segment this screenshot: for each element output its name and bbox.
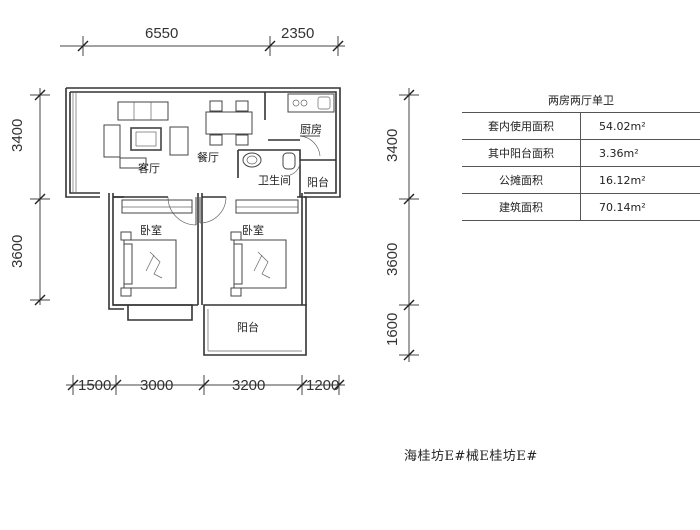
table-row: 建筑面积 70.14m²: [462, 193, 700, 221]
row-label: 建筑面积: [462, 193, 581, 221]
dim-bottom-0: 1500: [78, 377, 111, 394]
label-living: 客厅: [138, 161, 160, 175]
area-table-title-row: 两房两厅单卫: [462, 88, 700, 113]
right-dimension: 3400 3600 1600: [384, 88, 419, 362]
row-value: 16.12m²: [580, 166, 700, 194]
table-row: 其中阳台面积 3.36m²: [462, 139, 700, 167]
plan-caption: 海桂坊E#械E桂坊E#: [404, 449, 538, 464]
dim-right-2: 1600: [384, 313, 401, 346]
doors: [167, 135, 321, 226]
left-dimension: 3400 3600: [9, 88, 50, 306]
label-balcony-small: 阳台: [307, 175, 329, 189]
table-row: 套内使用面积 54.02m²: [462, 112, 700, 140]
row-value: 70.14m²: [580, 193, 700, 221]
table-row: 公摊面积 16.12m²: [462, 166, 700, 194]
label-bedroom-right: 卧室: [242, 223, 264, 237]
bottom-dimension: 1500 3000 3200 1200: [66, 375, 345, 395]
sofa-set: [103, 101, 189, 169]
dining-table: [205, 100, 253, 146]
area-table-title: 两房两厅单卫: [462, 88, 700, 113]
dim-bottom-2: 3200: [232, 377, 265, 394]
walls: [65, 87, 341, 356]
row-value: 54.02m²: [580, 112, 700, 140]
label-bedroom-left: 卧室: [140, 223, 162, 237]
label-balcony-bottom: 阳台: [237, 320, 259, 334]
area-table: 两房两厅单卫 套内使用面积 54.02m² 其中阳台面积 3.36m² 公摊面积…: [462, 88, 700, 221]
room-labels: 客厅 餐厅 厨房 卫生间 阳台 卧室 卧室 阳台: [138, 123, 329, 334]
top-dimension: 6550 2350: [60, 25, 345, 56]
label-kitchen: 厨房: [300, 123, 322, 136]
dim-top-1: 2350: [281, 25, 314, 42]
dim-right-0: 3400: [384, 129, 401, 162]
dim-left-1: 3600: [9, 235, 26, 268]
dim-bottom-1: 3000: [140, 377, 173, 394]
dim-top-0: 6550: [145, 25, 178, 42]
label-bathroom: 卫生间: [258, 173, 291, 187]
row-label: 公摊面积: [462, 166, 581, 194]
row-value: 3.36m²: [580, 139, 700, 167]
dim-left-0: 3400: [9, 119, 26, 152]
bedroom-right-furniture: [230, 199, 299, 297]
kitchen-counter: [287, 93, 335, 113]
row-label: 套内使用面积: [462, 112, 581, 140]
bathroom-fixtures: [242, 152, 296, 170]
label-dining: 餐厅: [197, 150, 219, 164]
dim-right-1: 3600: [384, 243, 401, 276]
row-label: 其中阳台面积: [462, 139, 581, 167]
dim-bottom-3: 1200: [306, 377, 339, 394]
bedroom-left-furniture: [120, 199, 193, 297]
